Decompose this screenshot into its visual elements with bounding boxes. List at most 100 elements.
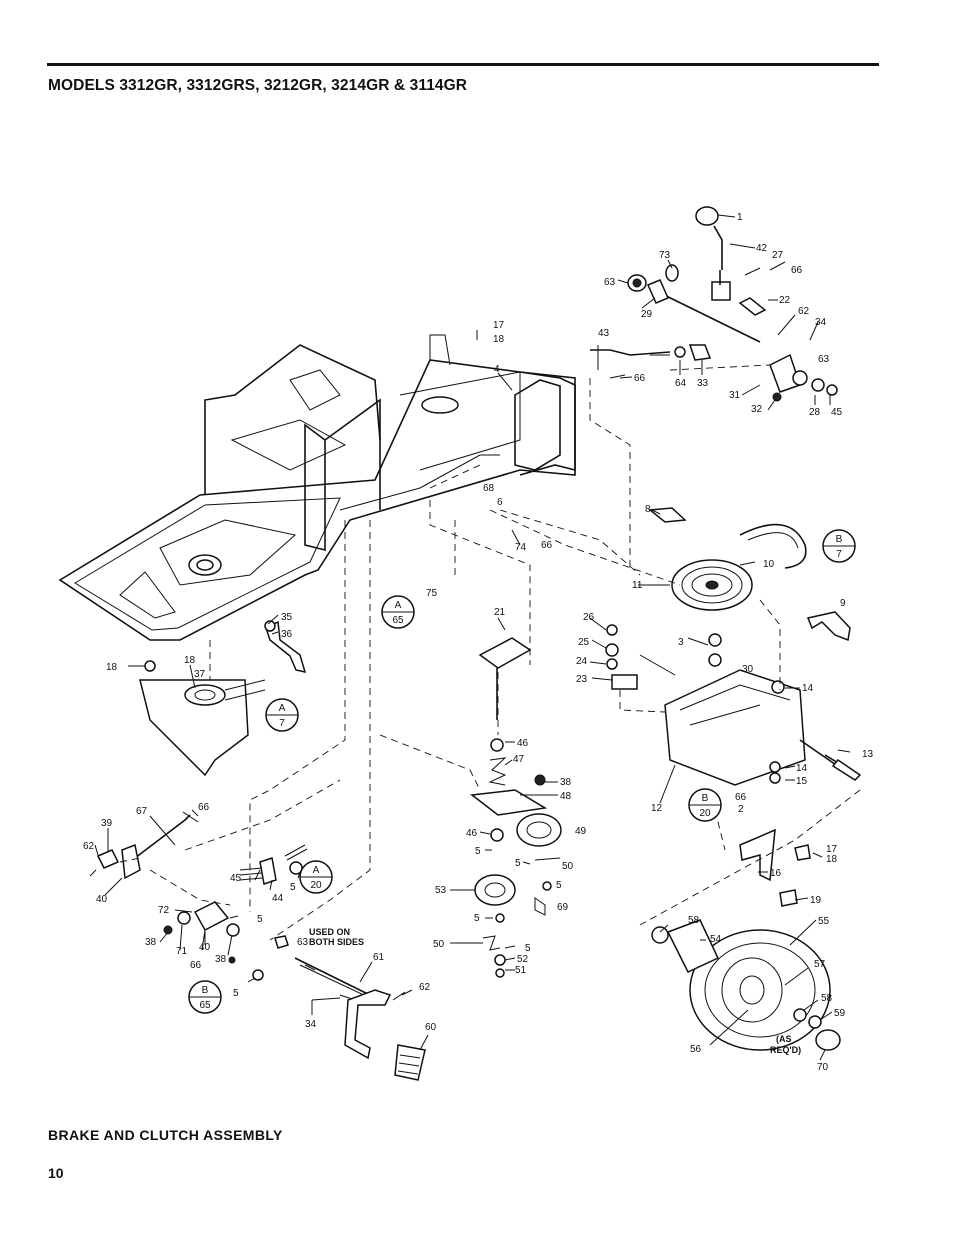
callout: 38 (215, 954, 227, 965)
callout: 28 (809, 407, 821, 418)
idler-arm (470, 789, 548, 816)
page-number: 10 (48, 1165, 64, 1181)
callout: 6 (497, 497, 503, 508)
callout: 14 (802, 683, 814, 694)
callout: 47 (513, 754, 525, 765)
ref-circle-a20: A 20 (299, 860, 333, 894)
callout: 30 (742, 664, 754, 675)
callout: 12 (651, 803, 663, 814)
callout: 34 (815, 317, 827, 328)
callout: 42 (756, 243, 768, 254)
callout: 8 (645, 504, 651, 515)
callout: 25 (578, 637, 590, 648)
callout: 19 (810, 895, 822, 906)
callout: 66 (735, 792, 747, 803)
ref-letter: A (395, 600, 402, 611)
callout: 5 (475, 846, 481, 857)
callout: 68 (483, 483, 495, 494)
callout: 10 (763, 559, 775, 570)
callout: 66 (791, 265, 803, 276)
callout: 48 (560, 791, 572, 802)
brake-pedal-assembly (294, 957, 426, 1081)
callout: 18 (826, 854, 838, 865)
callout: 1 (737, 212, 743, 223)
callout: 62 (798, 306, 810, 317)
assembly-lines (119, 364, 861, 941)
callout: 45 (230, 873, 242, 884)
callout: 46 (517, 738, 529, 749)
callout: 9 (840, 598, 846, 609)
callout: 44 (272, 893, 284, 904)
callout: 33 (697, 378, 709, 389)
callout: 4 (494, 364, 500, 375)
callout: 11 (632, 580, 643, 591)
callout: 5 (233, 988, 239, 999)
callout: 5 (474, 913, 480, 924)
callout: 23 (576, 674, 588, 685)
ref-letter: B (702, 793, 709, 804)
callout: 21 (494, 607, 506, 618)
callout: 2 (738, 804, 744, 815)
callout: 15 (796, 776, 808, 787)
callout: 49 (575, 826, 587, 837)
header-rule (47, 63, 879, 66)
callout-labels: 1 42 27 73 66 63 22 29 62 34 43 63 66 64… (83, 212, 874, 1073)
callout: 18 (106, 662, 118, 673)
callout: 64 (675, 378, 687, 389)
callout: 50 (562, 861, 574, 872)
ref-number: 7 (836, 549, 842, 560)
callout: 27 (772, 250, 784, 261)
shift-lever-assembly (590, 206, 838, 402)
ref-letter: B (836, 534, 843, 545)
callout: 63 (604, 277, 616, 288)
callout: 67 (136, 806, 148, 817)
callout: 46 (466, 828, 478, 839)
callout: 5 (257, 914, 263, 925)
callout: 31 (729, 390, 741, 401)
page-title: MODELS 3312GR, 3312GRS, 3212GR, 3214GR &… (48, 77, 468, 94)
callout: 13 (862, 749, 874, 760)
callout: 17 (826, 844, 838, 855)
callout: 63 (818, 354, 830, 365)
callout: 5 (525, 943, 531, 954)
callout: 66 (190, 960, 202, 971)
chassis-frame (58, 334, 576, 641)
shift-knob (695, 206, 719, 226)
callout: 14 (796, 763, 808, 774)
callout: 59 (834, 1008, 846, 1019)
idler-pulley-49 (516, 813, 562, 847)
callout: 53 (435, 885, 447, 896)
callout: 74 (515, 542, 527, 553)
callout: 60 (425, 1022, 437, 1033)
callout: 70 (817, 1062, 829, 1073)
callout: 72 (158, 905, 170, 916)
callout: 56 (690, 1044, 702, 1055)
callout: 62 (419, 982, 431, 993)
callout: 38 (145, 937, 157, 948)
section-subtitle: BRAKE AND CLUTCH ASSEMBLY (48, 1127, 283, 1143)
callout: 43 (598, 328, 610, 339)
callout: 34 (305, 1019, 317, 1030)
callout: 66 (198, 802, 210, 813)
ref-number: 20 (310, 880, 322, 891)
callout: 36 (281, 629, 293, 640)
callout: 3 (678, 637, 684, 648)
callout: 24 (576, 656, 588, 667)
brake-linkage (89, 811, 308, 981)
callout: 5 (290, 882, 296, 893)
leader-lines (94, 214, 851, 1061)
callout: 39 (101, 818, 113, 829)
idler-assembly (470, 637, 562, 978)
ref-number: 7 (279, 718, 285, 729)
callout: 73 (659, 250, 671, 261)
lever-bracket (711, 281, 731, 301)
ref-number: 65 (199, 1000, 211, 1011)
callout: 66 (541, 540, 553, 551)
callout: 52 (517, 954, 529, 965)
callout: 18 (493, 334, 505, 345)
callout: 57 (814, 959, 826, 970)
ref-circle-a7: A 7 (265, 698, 299, 732)
ref-circle-a65: A 65 (381, 595, 415, 629)
ref-circle-b65: B 65 (188, 980, 222, 1014)
idler-pulley-53 (474, 874, 516, 906)
